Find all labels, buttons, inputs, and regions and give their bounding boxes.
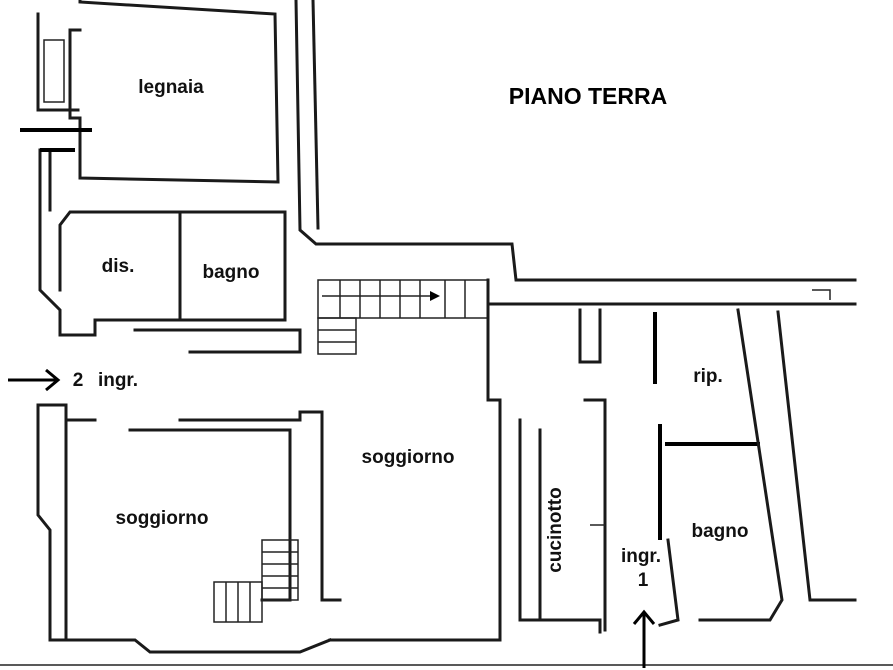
legnaia-wall [68, 0, 280, 184]
cucinotto-right [583, 398, 607, 632]
north-wall [294, 0, 857, 282]
room-label-cucinotto: cucinotto [545, 487, 566, 573]
room-label-bagno-right: bagno [692, 521, 749, 542]
stairs-bottom [213, 539, 299, 623]
room-label-bagno-left: bagno [203, 262, 260, 283]
ingr1-arrow [632, 609, 656, 668]
room-label-soggiorno-center: soggiorno [362, 447, 455, 468]
soggiorno-left-top [36, 403, 97, 422]
ingr1-label: ingr. [621, 546, 661, 567]
ingr1-number: 1 [638, 570, 649, 591]
bagno-right-outer [698, 308, 784, 622]
east-wall [776, 310, 857, 602]
dis-wall [38, 148, 182, 337]
ingr2-number: 2 [73, 370, 84, 391]
plan-title: PIANO TERRA [509, 83, 667, 109]
room-label-legnaia: legnaia [138, 77, 204, 98]
bagno-left-wall [133, 210, 287, 322]
legnaia-window [43, 39, 65, 103]
ingr2-arrow [8, 368, 61, 392]
stairs-top [317, 279, 489, 355]
room-label-soggiorno-left: soggiorno [116, 508, 209, 529]
soggiorno-center-right [328, 316, 502, 642]
ingr1-jamb [658, 538, 680, 627]
east-detail [812, 289, 831, 300]
corridor-wall [133, 328, 302, 354]
room-label-dis: dis. [102, 256, 135, 277]
cucinotto-left [518, 418, 602, 634]
room-label-rip: rip. [693, 366, 723, 387]
pillar [578, 308, 602, 364]
soggiorno-left-outer [36, 403, 332, 654]
legnaia-outer-wall [36, 12, 80, 112]
north-wall-inner [311, 0, 320, 230]
soggiorno-center-wall [178, 410, 342, 602]
ingr2-label: ingr. [98, 370, 138, 391]
